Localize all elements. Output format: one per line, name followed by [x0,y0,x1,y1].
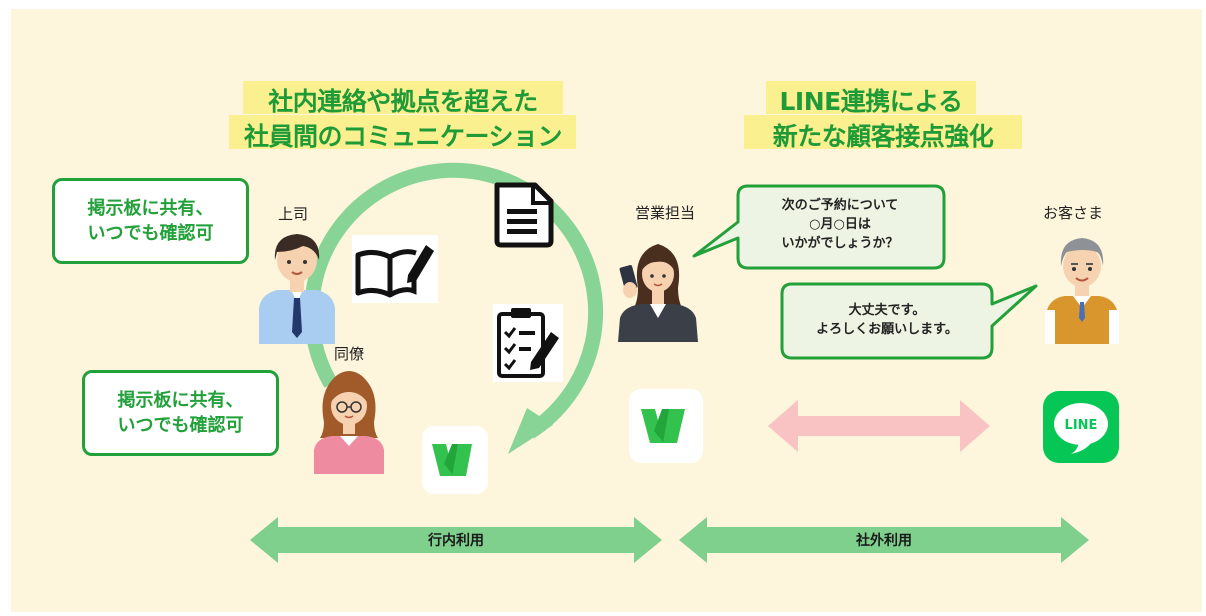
colleague-avatar [314,371,384,474]
sales-speech-bubble [692,184,946,270]
notice-line1: 掲示板に共有、 [87,198,214,219]
internal-use-label: 行内利用 [428,533,484,549]
title-highlight [229,115,576,149]
notice-line2: いつでも確認可 [87,223,214,244]
customer-avatar [1045,238,1119,344]
title-highlight [243,81,563,114]
bubble-line: 大丈夫です。 [848,303,926,318]
title-highlight [766,81,976,114]
lineworks-icon [629,389,703,463]
bubble-line: いかがでしょうか？ [781,236,899,251]
bubble-line: よろしくお願いします。 [816,322,958,337]
colleague-label: 同僚 [334,345,365,363]
customer-speech-bubble [780,282,1038,360]
external-use-bar [679,517,1089,563]
left-title-line1: 社内連絡や拠点を超えた [268,87,538,116]
customer-bubble-text: 大丈夫です。 よろしくお願いします。 [784,301,990,339]
notice-box: 掲示板に共有、 いつでも確認可 [52,178,249,264]
right-title-line2: 新たな顧客接点強化 [772,122,994,151]
sales-bubble-text: 次のご予約について ○月○日は いかがでしょうか？ [742,196,938,253]
line-app-icon: LINE [1043,391,1119,463]
notice-line1: 掲示板に共有、 [117,390,244,411]
lineworks-icon [422,426,488,494]
clipboard-checklist-icon [493,304,563,382]
customer-label: お客さま [1043,204,1104,222]
external-use-label: 社外利用 [856,533,912,549]
bubble-line: 次のご予約について [781,198,899,213]
sales-avatar [618,244,698,342]
document-icon [494,182,554,248]
two-way-arrow-icon [768,400,990,452]
notice-box: 掲示板に共有、 いつでも確認可 [82,370,279,456]
svg-text:LINE: LINE [1065,418,1098,433]
right-title-line1: LINE連携による [779,87,963,116]
boss-avatar [259,234,335,344]
left-title-line2: 社員間のコミュニケーション [243,122,563,151]
title-highlight [744,115,1022,149]
book-pen-icon [352,235,438,303]
bubble-line: ○月○日は [809,217,871,232]
notice-line2: いつでも確認可 [117,415,244,436]
boss-label: 上司 [278,205,309,223]
internal-use-bar [250,517,662,563]
sales-label: 営業担当 [635,204,696,222]
